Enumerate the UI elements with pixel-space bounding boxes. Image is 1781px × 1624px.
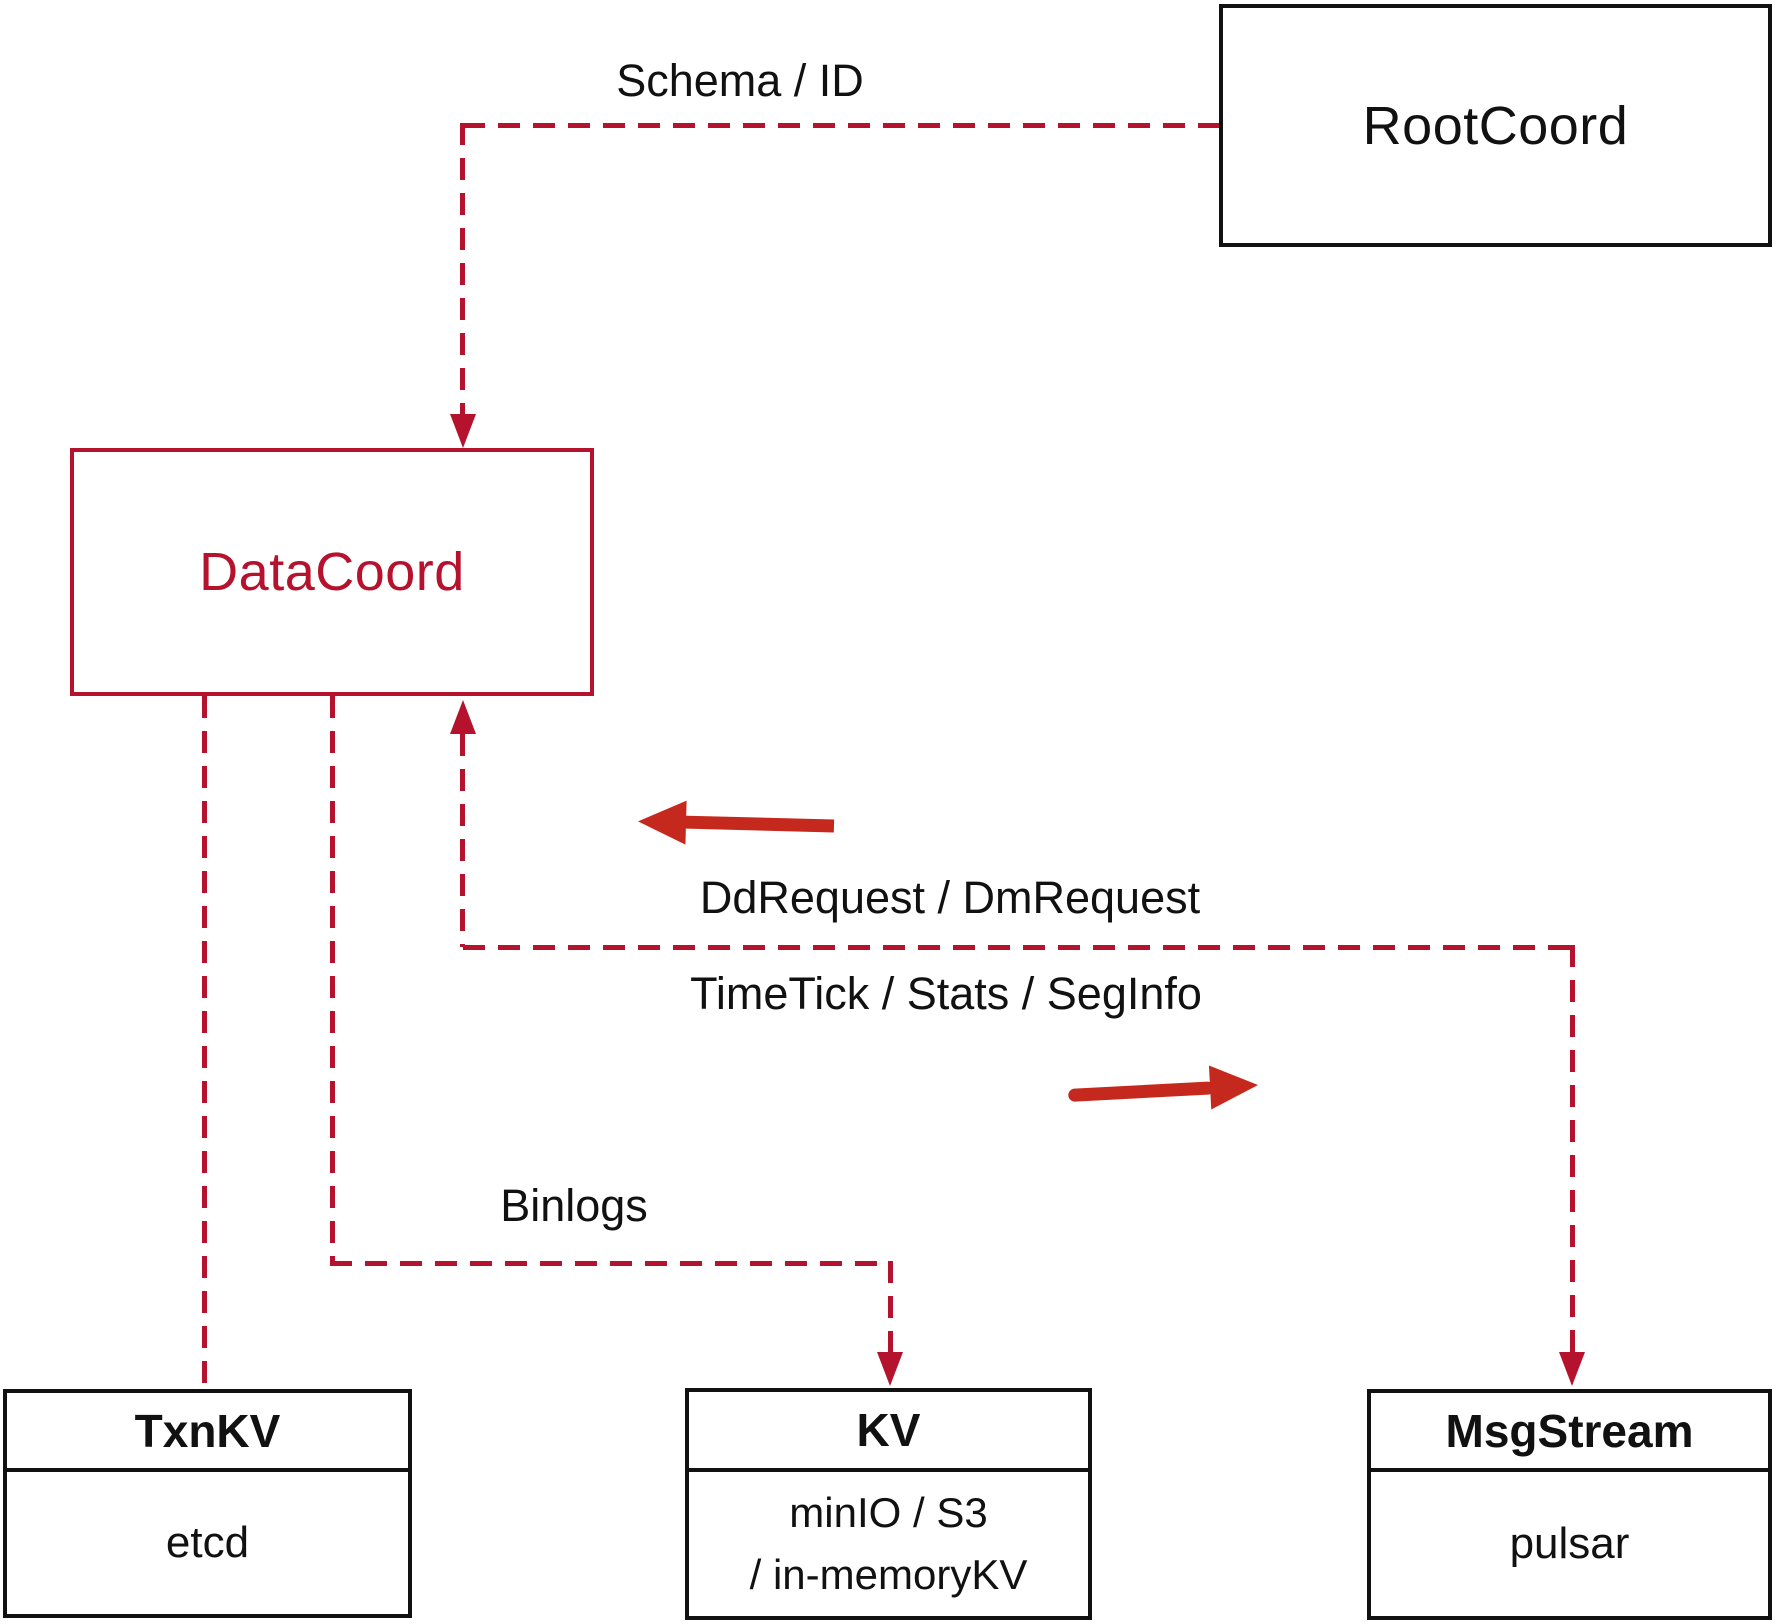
node-txnkv-title: TxnKV bbox=[7, 1393, 408, 1472]
edge-txnkv-line-v bbox=[202, 696, 207, 1389]
node-msgstream: MsgStream pulsar bbox=[1367, 1389, 1772, 1620]
node-kv-body-line2: / in-memoryKV bbox=[749, 1551, 1028, 1598]
node-msgstream-title: MsgStream bbox=[1371, 1393, 1768, 1472]
left-direction-arrow-icon bbox=[637, 797, 836, 850]
node-kv-title: KV bbox=[689, 1392, 1088, 1472]
edge-label-time-tick: TimeTick / Stats / SegInfo bbox=[690, 968, 1202, 1019]
edge-msgstream-arrowhead-icon bbox=[1559, 1352, 1585, 1386]
node-datacoord: DataCoord bbox=[70, 448, 594, 696]
node-msgstream-body: pulsar bbox=[1509, 1519, 1630, 1568]
edge-binlogs-line-h bbox=[330, 1261, 893, 1266]
edge-binlogs-line-v1 bbox=[330, 696, 335, 1263]
edge-requests-line-v2 bbox=[1570, 945, 1575, 1352]
edge-label-binlogs: Binlogs bbox=[500, 1180, 648, 1231]
node-kv-body-line1: minIO / S3 bbox=[789, 1489, 988, 1536]
edge-binlogs-line-v2 bbox=[888, 1261, 893, 1352]
edge-label-schema-id: Schema / ID bbox=[616, 55, 864, 106]
node-kv: KV minIO / S3 / in-memoryKV bbox=[685, 1388, 1092, 1620]
edge-schema-id-line-v bbox=[460, 123, 465, 416]
edge-schema-id-arrowhead-icon bbox=[450, 414, 476, 448]
edge-schema-id-line-h bbox=[463, 123, 1219, 128]
right-direction-arrow-icon bbox=[1067, 1057, 1260, 1117]
edge-binlogs-arrowhead-icon bbox=[877, 1352, 903, 1386]
node-txnkv: TxnKV etcd bbox=[3, 1389, 412, 1618]
edge-requests-arrowhead-icon bbox=[450, 700, 476, 734]
node-rootcoord: RootCoord bbox=[1219, 4, 1772, 247]
node-txnkv-body: etcd bbox=[165, 1518, 250, 1567]
edge-requests-line-v1 bbox=[460, 734, 465, 947]
node-datacoord-label: DataCoord bbox=[199, 542, 465, 602]
edge-requests-line-h bbox=[463, 945, 1575, 950]
edge-label-dd-request: DdRequest / DmRequest bbox=[699, 872, 1201, 923]
node-rootcoord-label: RootCoord bbox=[1362, 95, 1629, 156]
